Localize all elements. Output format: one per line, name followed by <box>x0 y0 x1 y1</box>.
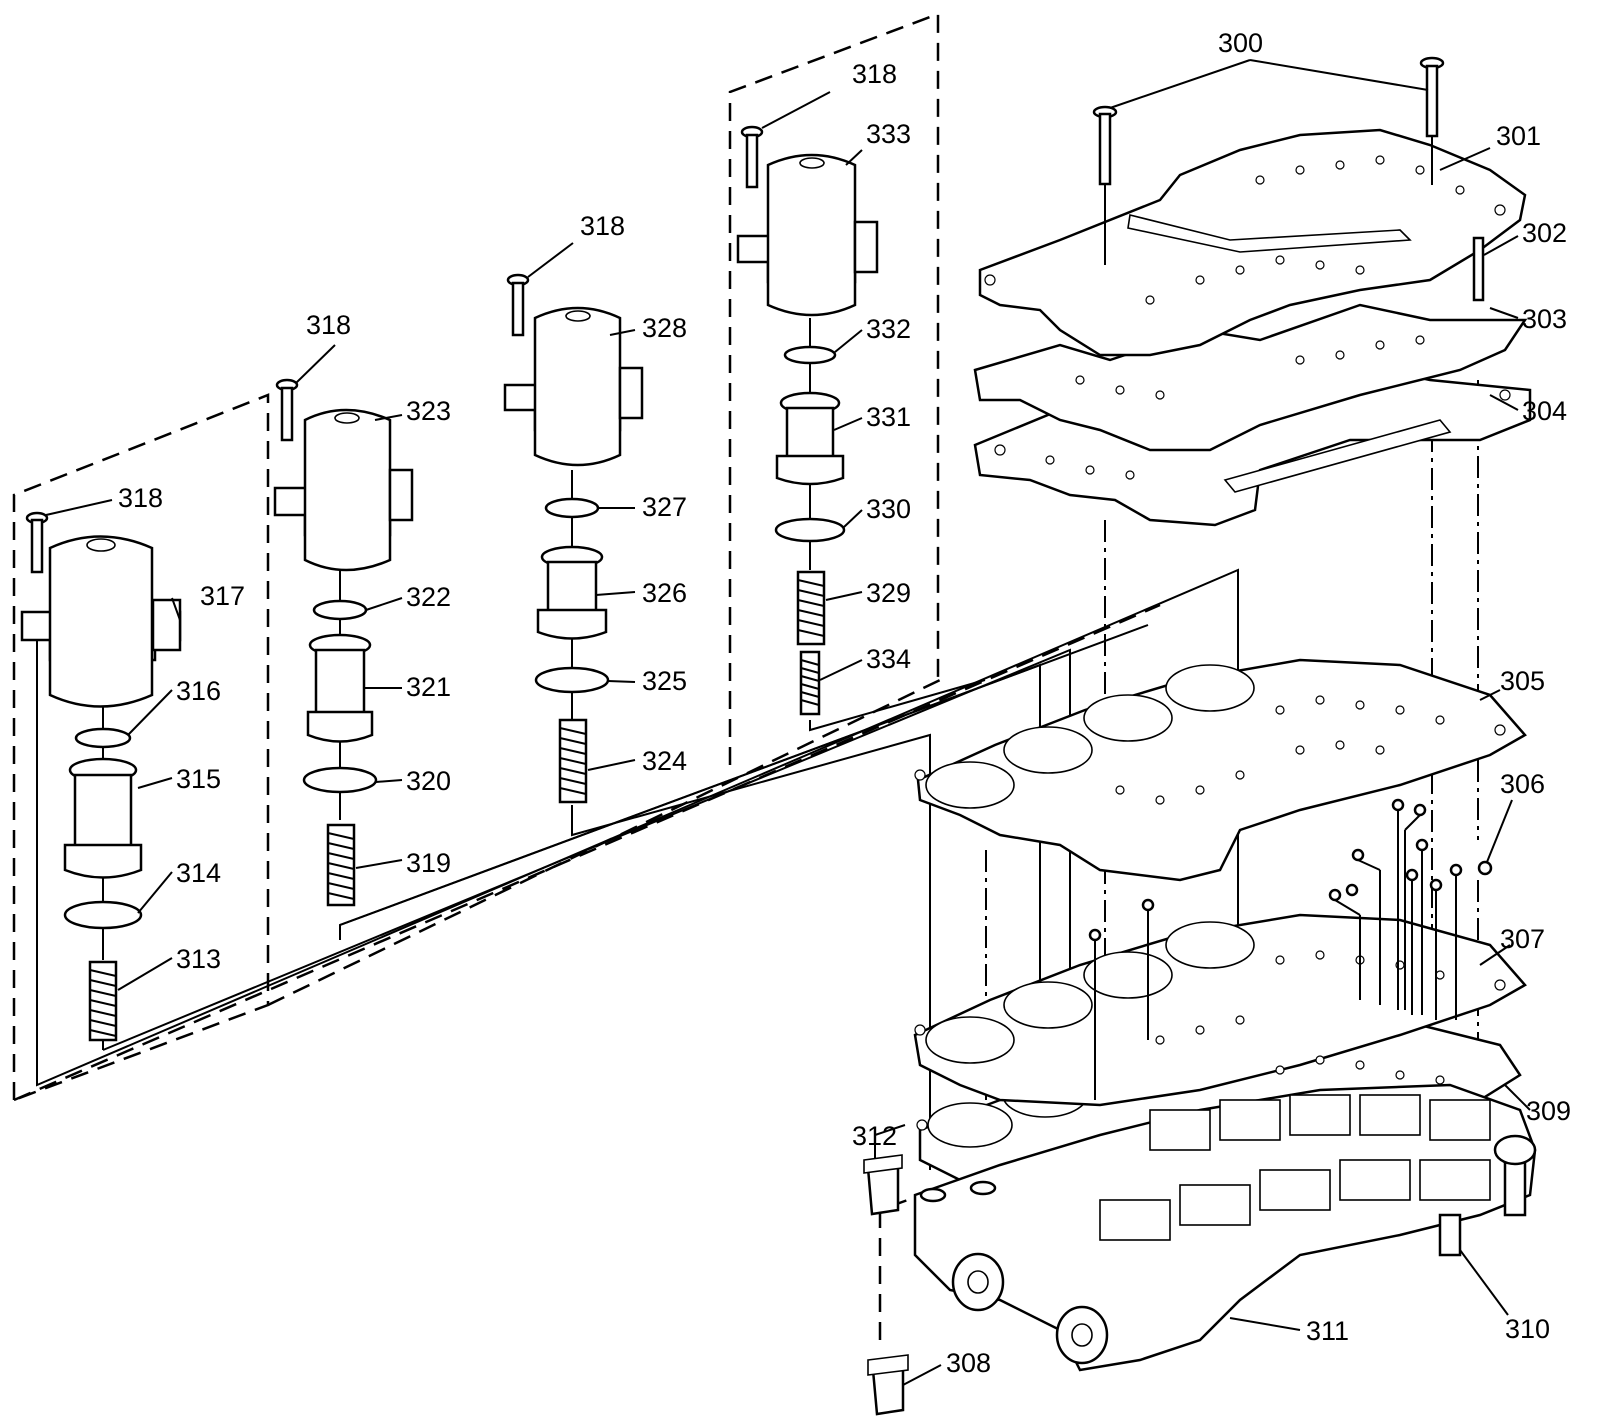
callout-322: 322 <box>406 582 451 612</box>
callout-319: 319 <box>406 848 451 878</box>
solenoid-stack-333 <box>736 125 879 716</box>
callout-313: 313 <box>176 944 221 974</box>
spring-319 <box>326 823 356 907</box>
callout-300: 300 <box>1218 28 1263 58</box>
callout-labels: 300 301 302 303 304 305 306 307 308 309 … <box>118 28 1571 1378</box>
spring-313 <box>88 960 118 1042</box>
spring-334 <box>799 650 821 716</box>
bolt-300-right <box>1419 56 1445 185</box>
callout-307: 307 <box>1500 924 1545 954</box>
callout-318-a: 318 <box>118 483 163 513</box>
spring-324 <box>558 718 588 804</box>
callout-331: 331 <box>866 402 911 432</box>
callout-325: 325 <box>642 666 687 696</box>
spring-329 <box>796 570 826 646</box>
callout-329: 329 <box>866 578 911 608</box>
callout-332: 332 <box>866 314 911 344</box>
callout-327: 327 <box>642 492 687 522</box>
callout-304: 304 <box>1522 396 1567 426</box>
callout-308: 308 <box>946 1348 991 1378</box>
callout-324: 324 <box>642 746 687 776</box>
callout-314: 314 <box>176 858 221 888</box>
callout-318-d: 318 <box>852 59 897 89</box>
upper-plate-holes <box>984 155 1511 480</box>
callout-316: 316 <box>176 676 221 706</box>
callout-305: 305 <box>1500 666 1545 696</box>
callout-321: 321 <box>406 672 451 702</box>
callout-318-c: 318 <box>580 211 625 241</box>
callout-326: 326 <box>642 578 687 608</box>
upper-valve-plates <box>973 56 1532 527</box>
check-balls-306 <box>1088 798 1493 1100</box>
callout-306: 306 <box>1500 769 1545 799</box>
pin-302 <box>1472 236 1485 302</box>
callout-315: 315 <box>176 764 221 794</box>
leader-lines <box>45 59 1531 1386</box>
callout-334: 334 <box>866 644 911 674</box>
callout-320: 320 <box>406 766 451 796</box>
callout-301: 301 <box>1496 121 1541 151</box>
callout-330: 330 <box>866 494 911 524</box>
callout-323: 323 <box>406 396 451 426</box>
callout-312: 312 <box>852 1121 897 1151</box>
solenoid-stack-317 <box>20 511 182 1042</box>
callout-303: 303 <box>1522 304 1567 334</box>
connector-312 <box>863 1154 903 1216</box>
valve-body-310 <box>913 1083 1537 1372</box>
solenoid-stack-323 <box>273 378 414 907</box>
connector-308 <box>867 1354 909 1416</box>
callout-302: 302 <box>1522 218 1567 248</box>
solenoid-stack-328 <box>503 273 644 804</box>
callout-333: 333 <box>866 119 911 149</box>
callout-328: 328 <box>642 313 687 343</box>
callout-311: 311 <box>1306 1316 1349 1346</box>
callout-318-b: 318 <box>306 310 351 340</box>
callout-310: 310 <box>1505 1314 1550 1344</box>
solenoid-311 <box>951 1252 1109 1365</box>
callout-309: 309 <box>1526 1096 1571 1126</box>
bolt-300-left <box>1092 105 1118 265</box>
callout-317: 317 <box>200 581 245 611</box>
